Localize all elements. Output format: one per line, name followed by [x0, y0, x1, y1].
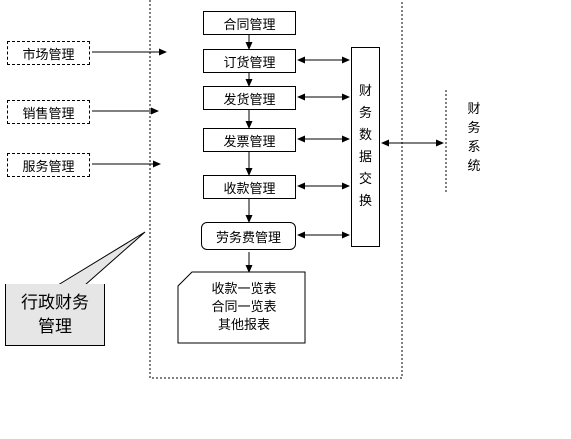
flow-contract-label: 合同管理 [223, 17, 276, 33]
flow-contract: 合同管理 [203, 11, 296, 35]
module-service-label: 服务管理 [22, 159, 75, 175]
flow-invoice: 发票管理 [203, 128, 296, 152]
exchange-char-5: 交 [358, 172, 372, 187]
callout-pointer [56, 231, 146, 286]
exchange-char-2: 务 [358, 106, 372, 121]
flow-labor-label: 劳务费管理 [215, 230, 281, 246]
callout-line-1: 行政财务 [21, 292, 89, 313]
module-sales: 销售管理 [7, 100, 90, 124]
flow-receipt: 收款管理 [203, 175, 296, 199]
reports-list: 收款一览表 合同一览表 其他报表 [184, 281, 304, 335]
exchange-char-4: 据 [358, 150, 372, 165]
flow-order-label: 订货管理 [223, 55, 276, 71]
flow-receipt-label: 收款管理 [223, 181, 276, 197]
flow-shipping-label: 发货管理 [223, 92, 276, 108]
module-market-label: 市场管理 [22, 47, 75, 63]
admin-finance-callout: 行政财务 管理 [5, 284, 105, 346]
exchange-char-1: 财 [358, 84, 372, 99]
flow-order: 订货管理 [203, 49, 296, 73]
report-contracts: 合同一览表 [211, 300, 277, 315]
callout-line-2: 管理 [38, 316, 72, 337]
module-sales-label: 销售管理 [22, 106, 75, 122]
external-char-1: 财 [467, 102, 481, 117]
report-receipts: 收款一览表 [211, 282, 277, 297]
reports-document-shape [177, 271, 306, 344]
flow-shipping: 发货管理 [203, 86, 296, 110]
exchange-char-3: 数 [358, 128, 372, 143]
external-char-3: 系 [467, 140, 481, 155]
module-market: 市场管理 [7, 41, 90, 65]
flow-invoice-label: 发票管理 [223, 134, 276, 150]
external-char-4: 统 [467, 159, 481, 174]
flow-labor: 劳务费管理 [201, 222, 296, 250]
exchange-char-6: 换 [358, 194, 372, 209]
external-char-2: 务 [467, 121, 481, 136]
admin-finance-frame [149, 0, 403, 379]
external-financial-system: 财 务 系 统 [462, 100, 486, 176]
report-others: 其他报表 [217, 318, 270, 333]
module-service: 服务管理 [7, 153, 90, 177]
financial-data-exchange: 财 务 数 据 交 换 [351, 47, 380, 247]
